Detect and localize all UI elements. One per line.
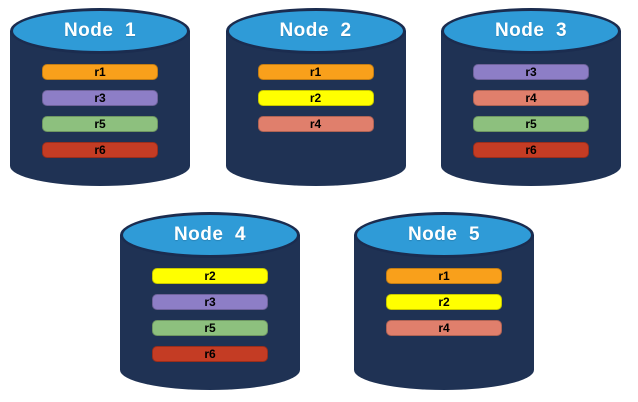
cylinder-top: Node 5 bbox=[354, 212, 534, 258]
replica-bar-r4: r4 bbox=[257, 116, 374, 132]
node-title: Node 3 bbox=[494, 20, 568, 41]
cylinder-body bbox=[225, 31, 406, 186]
row-2: Node 4 r2 r3 r5 r6 Node 5 r1 r2 r4 bbox=[0, 212, 638, 390]
cylinder-body bbox=[120, 235, 300, 390]
cylinder-body bbox=[10, 31, 190, 186]
cylinder-top: Node 3 bbox=[441, 8, 621, 54]
node-title: Node 2 bbox=[279, 20, 352, 41]
replica-bar-r5: r5 bbox=[152, 320, 268, 336]
replica-bar-r6: r6 bbox=[152, 346, 268, 362]
replica-bar-r2: r2 bbox=[386, 294, 502, 310]
replica-bar-r6: r6 bbox=[42, 142, 158, 158]
cylinder-body bbox=[441, 31, 621, 186]
node-cylinder-4: Node 4 r2 r3 r5 r6 bbox=[120, 212, 300, 390]
replica-list: r3 r4 r5 r6 bbox=[441, 64, 621, 158]
replica-bar-r4: r4 bbox=[473, 90, 589, 106]
replica-bar-r2: r2 bbox=[152, 268, 268, 284]
replica-bar-r1: r1 bbox=[386, 268, 502, 284]
replica-list: r2 r3 r5 r6 bbox=[120, 268, 300, 362]
replica-list: r1 r2 r4 bbox=[354, 268, 534, 336]
replica-bar-r5: r5 bbox=[42, 116, 158, 132]
replica-bar-r5: r5 bbox=[473, 116, 589, 132]
replica-bar-r3: r3 bbox=[152, 294, 268, 310]
node-title: Node 4 bbox=[173, 224, 247, 245]
node-title: Node 1 bbox=[63, 20, 137, 41]
replica-bar-r3: r3 bbox=[473, 64, 589, 80]
cylinder-body bbox=[354, 235, 534, 390]
replica-bar-r1: r1 bbox=[257, 64, 374, 80]
replica-list: r1 r2 r4 bbox=[226, 64, 406, 132]
replica-bar-r6: r6 bbox=[473, 142, 589, 158]
cylinder-top: Node 2 bbox=[225, 8, 406, 54]
replica-bar-r4: r4 bbox=[386, 320, 502, 336]
node-cylinder-3: Node 3 r3 r4 r5 r6 bbox=[441, 8, 621, 186]
node-cylinder-5: Node 5 r1 r2 r4 bbox=[354, 212, 534, 390]
replica-list: r1 r3 r5 r6 bbox=[10, 64, 190, 158]
cylinder-top: Node 1 bbox=[10, 8, 190, 54]
node-cylinder-1: Node 1 r1 r3 r5 r6 bbox=[10, 8, 190, 186]
replica-bar-r1: r1 bbox=[42, 64, 158, 80]
node-cylinder-2: Node 2 r1 r2 r4 bbox=[225, 8, 406, 186]
replica-bar-r3: r3 bbox=[42, 90, 158, 106]
row-1: Node 1 r1 r3 r5 r6 Node 2 r1 r2 r4 Node 3 r3 r4 r5 r6 bbox=[10, 8, 621, 186]
replica-bar-r2: r2 bbox=[257, 90, 374, 106]
cylinder-top: Node 4 bbox=[120, 212, 300, 258]
node-title: Node 5 bbox=[407, 224, 481, 245]
